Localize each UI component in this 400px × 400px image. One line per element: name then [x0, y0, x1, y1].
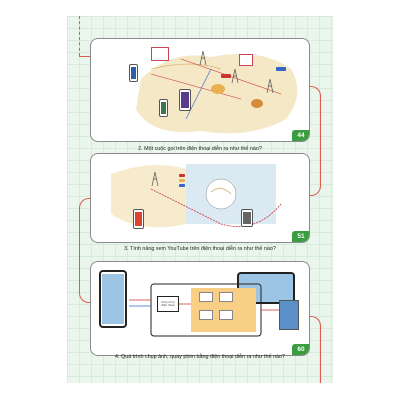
process-box-3 [199, 310, 213, 320]
building-icon [251, 99, 263, 108]
smartphone-camera [99, 270, 127, 328]
network-tag [276, 67, 286, 71]
cell-tower-icon [231, 69, 239, 83]
flow-line-right-1 [309, 86, 321, 196]
cell-tower-icon [199, 51, 207, 65]
page-number-badge: 44 [292, 130, 309, 141]
legend-tag [179, 179, 185, 182]
flow-line-right-3 [309, 316, 321, 383]
page-number-badge: 60 [292, 344, 309, 355]
process-box-1 [199, 292, 213, 302]
viewer-phone [133, 209, 144, 229]
receiver-phone [159, 99, 168, 117]
info-box-1 [151, 47, 169, 61]
flow-line-left-2 [79, 198, 91, 303]
book-page: 44 2. Một cuộc gọi trên điện thoại diễn … [67, 16, 333, 383]
caller-phone [129, 64, 138, 82]
cell-tower-icon [151, 172, 159, 186]
processor-chip: Chip xử lý điện thoại [157, 296, 179, 312]
figure-card-call: 44 [90, 38, 310, 142]
legend-tag [179, 174, 185, 177]
figure-card-youtube: 51 [90, 153, 310, 243]
page-number-badge: 51 [292, 231, 309, 242]
output-photo [279, 300, 299, 330]
figure-caption: 3. Tính năng xem YouTube trên điện thoại… [124, 246, 276, 252]
flow-line-left-1 [79, 56, 91, 57]
phone-detail [179, 89, 191, 111]
info-box-2 [239, 54, 253, 66]
cell-tower-icon [266, 79, 274, 93]
camera-flow-arrows [129, 283, 279, 337]
server-icon [241, 209, 253, 227]
process-box-2 [219, 292, 233, 302]
youtube-diagram-illustration [111, 164, 282, 228]
legend-tag [179, 184, 185, 187]
flow-line-top [79, 16, 80, 56]
building-icon [211, 84, 225, 94]
chip-label: Chip xử lý điện thoại [161, 299, 175, 307]
figure-caption: 4. Quá trình chụp ảnh, quay phim bằng đi… [115, 354, 285, 360]
process-box-4 [219, 310, 233, 320]
network-tag [221, 74, 231, 78]
figure-caption: 2. Một cuộc gọi trên điện thoại diễn ra … [138, 146, 262, 152]
figure-card-camera: Chip xử lý điện thoại 60 [90, 261, 310, 356]
